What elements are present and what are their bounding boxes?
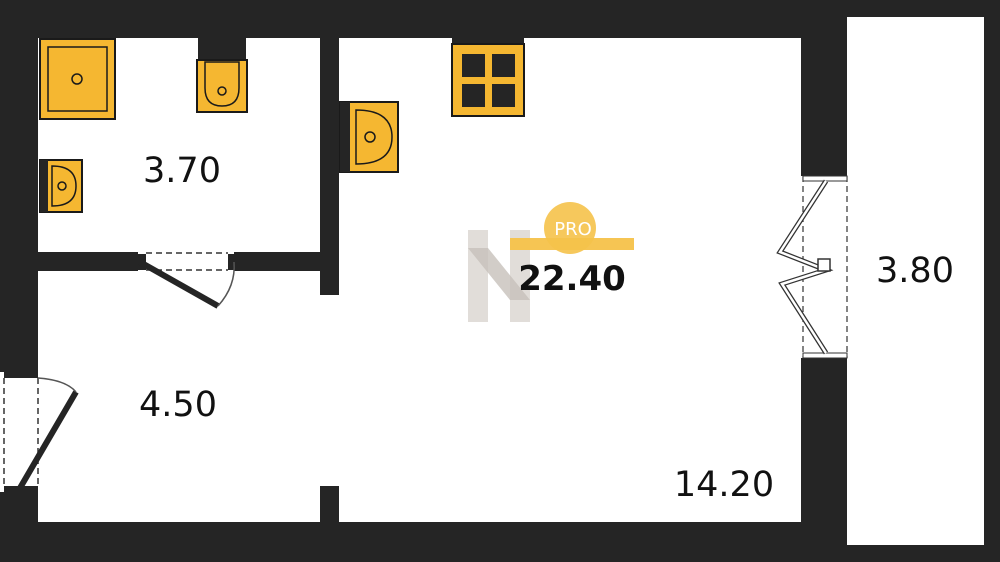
stove-icon (451, 38, 525, 117)
wall-right-outer (984, 0, 1000, 562)
sink-icon (339, 101, 399, 173)
wall-balcony-lower (801, 358, 847, 562)
shower-tray-icon (39, 38, 116, 120)
wall-balcony-upper (801, 0, 847, 176)
washbasin-icon (39, 159, 83, 213)
room-area-balcony: 3.80 (876, 251, 954, 291)
wall-partition-vertical-top (320, 38, 339, 295)
toilet-icon (196, 38, 248, 113)
wall-partition-horizontal-left (38, 252, 138, 271)
wall-left-lower (0, 492, 38, 562)
balcony-door-icon (776, 175, 848, 359)
room-area-hallway: 4.50 (139, 385, 217, 425)
watermark-badge: PRO (554, 219, 592, 240)
door-swing-icon (136, 252, 238, 309)
wall-left-upper (0, 0, 38, 372)
room-area-bathroom: 3.70 (143, 151, 221, 191)
door-swing-icon (3, 368, 79, 496)
total-area-label: 22.40 (518, 259, 626, 299)
wall-partition-horizontal-right (234, 252, 324, 271)
wall-partition-vertical-bottom (320, 486, 339, 526)
watermark-logo: PRO (468, 202, 634, 322)
balcony-floor (847, 17, 984, 545)
room-area-living: 14.20 (674, 465, 774, 505)
